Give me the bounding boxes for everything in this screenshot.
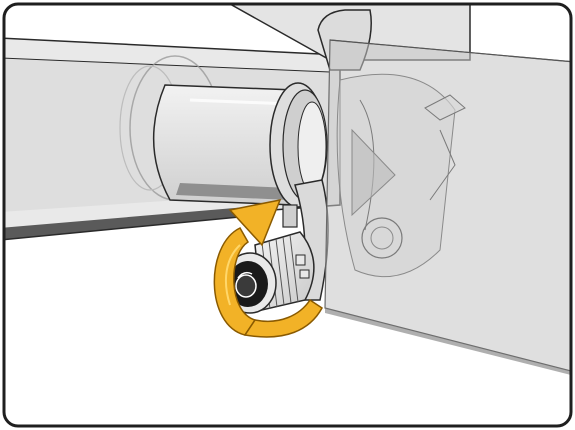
knob-shaft [282,204,298,228]
rotation-arrow-icon [213,198,323,338]
tube-collar [269,82,328,208]
ghost-plate [324,39,571,376]
scene [4,4,571,376]
main-tube [152,84,296,206]
adjustment-knob-icon [223,231,315,314]
